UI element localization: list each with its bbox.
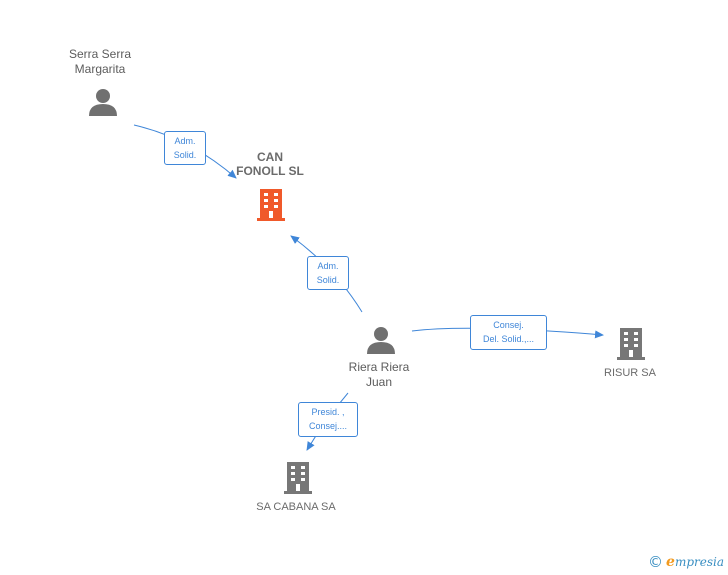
person-label-riera[interactable]: Riera Riera Juan bbox=[331, 360, 427, 390]
company-label-risur[interactable]: RISUR SA bbox=[590, 366, 670, 380]
person-name-line2: Juan bbox=[365, 375, 393, 389]
person-icon[interactable] bbox=[88, 88, 118, 116]
company-name: RISUR SA bbox=[604, 367, 656, 379]
copyright-icon: © bbox=[648, 553, 664, 571]
person-icon[interactable] bbox=[366, 326, 396, 354]
person-name-line1: Serra Serra bbox=[68, 47, 132, 61]
company-label-canfonoll[interactable]: CAN FONOLL SL bbox=[222, 150, 318, 178]
brand-footer: © empresia bbox=[648, 553, 724, 571]
edge-role-line1: Consej. bbox=[493, 320, 524, 330]
edge-role-line2: Del. Solid.,... bbox=[482, 334, 535, 344]
brand-logo-text: mpresia bbox=[674, 555, 724, 569]
person-name-line2: Margarita bbox=[74, 62, 126, 76]
brand-logo: empresia bbox=[666, 554, 724, 570]
building-icon[interactable] bbox=[255, 187, 287, 221]
edge-label-serra-canfonoll[interactable]: Adm. Solid. bbox=[164, 131, 206, 165]
company-label-sacabana[interactable]: SA CABANA SA bbox=[240, 500, 352, 514]
company-name: SA CABANA SA bbox=[256, 501, 336, 513]
person-label-serra[interactable]: Serra Serra Margarita bbox=[52, 47, 148, 77]
edge-label-riera-sacabana[interactable]: Presid. , Consej.... bbox=[298, 402, 358, 437]
edge-role-line2: Solid. bbox=[173, 150, 197, 160]
building-icon[interactable] bbox=[282, 460, 314, 494]
edge-role-line1: Adm. bbox=[174, 136, 196, 146]
edge-label-riera-risur[interactable]: Consej. Del. Solid.,... bbox=[470, 315, 547, 350]
brand-logo-e: e bbox=[666, 554, 675, 570]
edge-role-line1: Adm. bbox=[317, 261, 339, 271]
edge-role-line2: Consej.... bbox=[308, 421, 348, 431]
edge-label-riera-canfonoll[interactable]: Adm. Solid. bbox=[307, 256, 349, 290]
company-name-line2: FONOLL SL bbox=[236, 164, 304, 178]
building-icon[interactable] bbox=[615, 326, 647, 360]
edge-role-line1: Presid. , bbox=[311, 407, 345, 417]
edge-role-line2: Solid. bbox=[316, 275, 340, 285]
company-name-line1: CAN bbox=[257, 150, 283, 164]
person-name-line1: Riera Riera bbox=[348, 360, 410, 374]
